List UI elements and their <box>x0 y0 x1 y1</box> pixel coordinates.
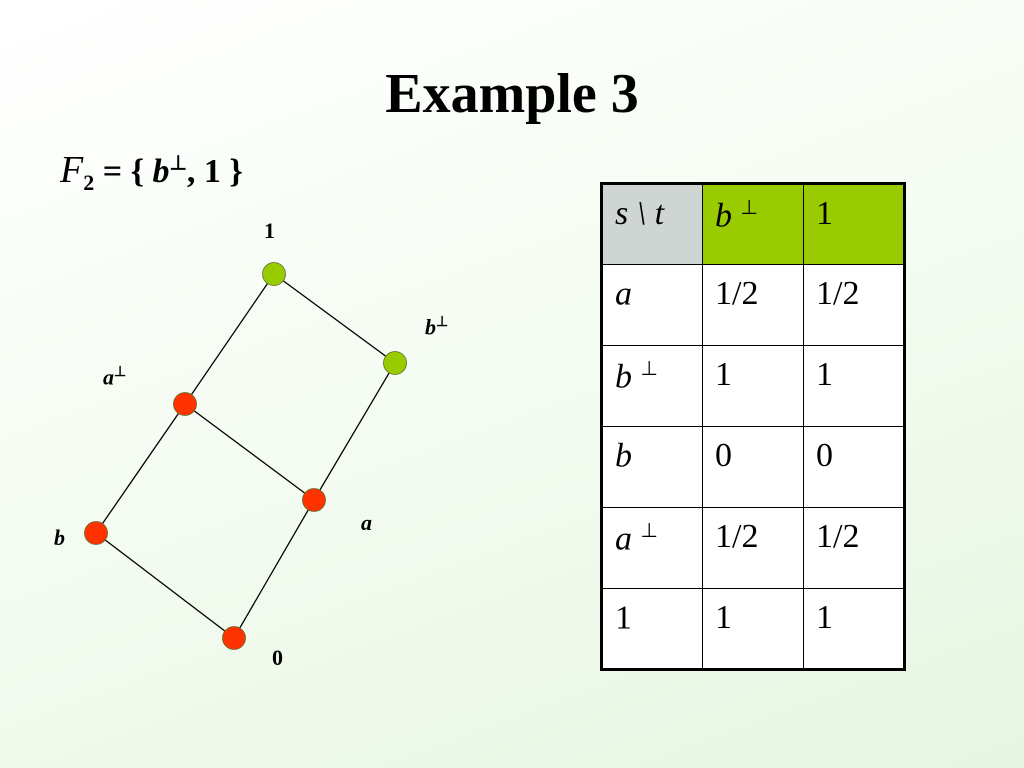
set-formula: F2 = { b⊥, 1 } <box>60 148 243 196</box>
node-zero <box>222 626 246 650</box>
node-aperp <box>173 392 197 416</box>
table-row: b ⊥ 1 1 <box>601 345 905 427</box>
table-header-one: 1 <box>803 183 905 265</box>
table-row-label: a <box>601 264 703 346</box>
edge-one-aperp <box>184 273 275 405</box>
table-row: a 1/2 1/2 <box>601 264 905 346</box>
table-cell: 1 <box>803 588 905 670</box>
table-cell: 1/2 <box>702 507 804 589</box>
table-cell: 1/2 <box>803 507 905 589</box>
edge-bperp-a <box>313 362 396 501</box>
table-cell: 0 <box>702 426 804 508</box>
table-corner-cell: s \ t <box>601 183 703 265</box>
formula-set-close: , 1 } <box>186 153 243 190</box>
formula-symbol: F <box>60 149 84 191</box>
table-row-label: b <box>601 426 703 508</box>
table-cell: 1 <box>803 345 905 427</box>
table-row-label: a ⊥ <box>601 507 703 589</box>
formula-element-b: b <box>152 153 170 190</box>
node-bperp <box>383 351 407 375</box>
formula-set-open: = { <box>102 153 153 190</box>
edge-a-zero <box>233 499 315 639</box>
formula-perp: ⊥ <box>169 152 187 175</box>
table-header-row: s \ t b ⊥ 1 <box>601 183 905 265</box>
node-label-a: a <box>361 510 372 535</box>
value-table: s \ t b ⊥ 1 a 1/2 1/2 b ⊥ 1 1 b 0 0 a ⊥ … <box>600 182 906 671</box>
slide-title: Example 3 <box>385 63 639 125</box>
node-label-zero: 0 <box>272 645 283 670</box>
edge-aperp-a <box>184 403 315 501</box>
node-label-b: b <box>54 525 65 550</box>
node-label-one: 1 <box>264 218 275 243</box>
node-a <box>302 488 326 512</box>
table-row: a ⊥ 1/2 1/2 <box>601 507 905 589</box>
table-cell: 0 <box>803 426 905 508</box>
edge-aperp-b <box>95 403 186 534</box>
edge-one-bperp <box>273 273 396 364</box>
node-b <box>84 521 108 545</box>
table-row-label: b ⊥ <box>601 345 703 427</box>
node-one <box>262 262 286 286</box>
table-cell: 1/2 <box>803 264 905 346</box>
table-row-label: 1 <box>601 588 703 670</box>
formula-subscript: 2 <box>83 169 95 195</box>
edge-b-zero <box>95 532 235 639</box>
table-row: 1 1 1 <box>601 588 905 670</box>
table-row: b 0 0 <box>601 426 905 508</box>
table-cell: 1 <box>702 588 804 670</box>
table-cell: 1 <box>702 345 804 427</box>
node-label-aperp: a⊥ <box>103 364 127 390</box>
table-cell: 1/2 <box>702 264 804 346</box>
table-header-bperp: b ⊥ <box>702 183 804 265</box>
node-label-bperp: b⊥ <box>425 314 449 340</box>
